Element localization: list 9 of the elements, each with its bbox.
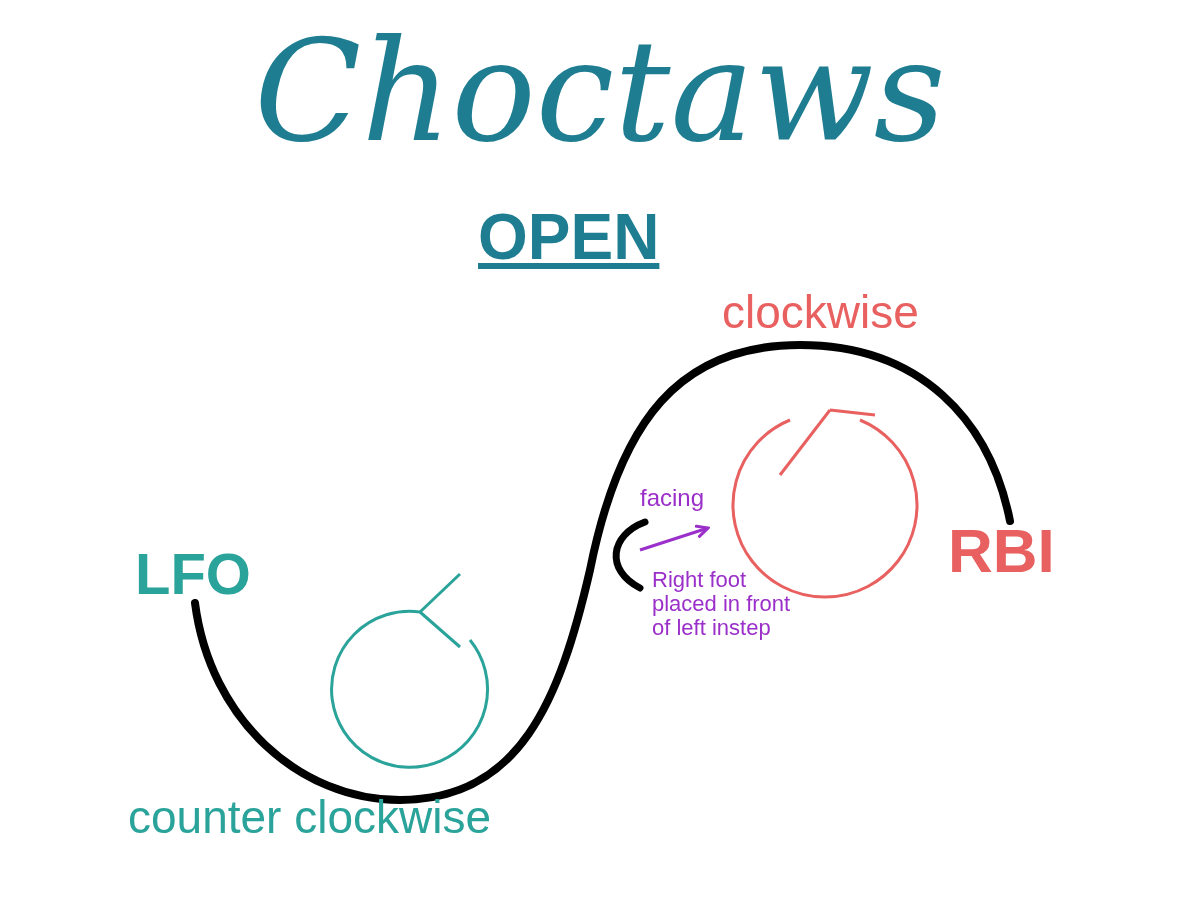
tracing-label: LFO xyxy=(135,540,251,607)
direction-label: facing xyxy=(640,484,705,512)
note: Right foot placed in front of left instep xyxy=(652,568,792,640)
subtitle: OPEN xyxy=(478,200,660,274)
tracing-line xyxy=(191,341,1014,804)
direction-label: counter clockwise xyxy=(128,790,492,844)
direction-label: clockwise xyxy=(722,285,919,339)
title: Choctaws xyxy=(253,10,947,173)
tracing-label: RBI xyxy=(948,515,1055,586)
